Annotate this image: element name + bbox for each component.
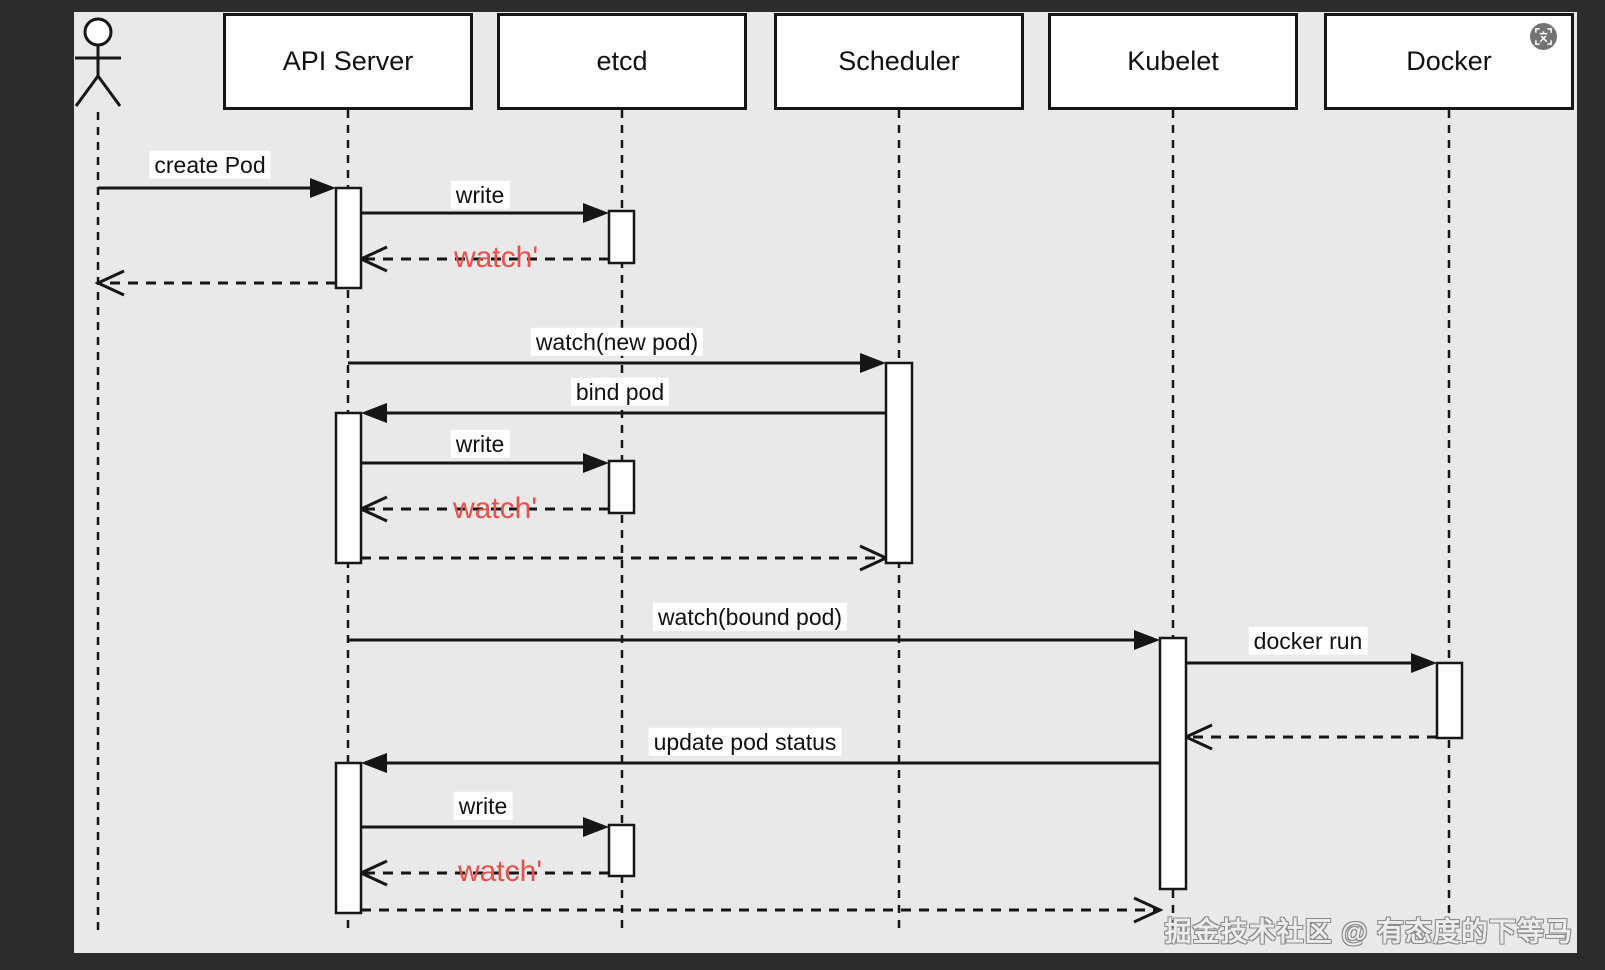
msg-label-create-pod: create Pod bbox=[149, 150, 271, 180]
msg-label-watch-3: watch' bbox=[457, 854, 543, 888]
msg-label-watch-new-pod: watch(new pod) bbox=[530, 327, 704, 357]
participant-scheduler: Scheduler bbox=[774, 13, 1024, 110]
sequence-diagram-graphics bbox=[74, 17, 1464, 932]
activation-etcd-3 bbox=[607, 823, 636, 878]
msg-label-watch-1: watch' bbox=[453, 240, 539, 274]
msg-label-write-1: write bbox=[450, 180, 510, 210]
participant-api-server-label: API Server bbox=[282, 46, 414, 76]
activation-bars bbox=[334, 186, 1464, 915]
msg-label-watch-2: watch' bbox=[452, 491, 538, 525]
sequence-diagram-canvas: API Server etcd Scheduler Kubelet Docker… bbox=[74, 12, 1577, 953]
lifelines bbox=[96, 110, 1451, 932]
participant-scheduler-label: Scheduler bbox=[838, 46, 960, 76]
msg-label-watch-bound-pod: watch(bound pod) bbox=[652, 602, 848, 632]
participant-etcd: etcd bbox=[497, 13, 747, 110]
solid-arrowheads bbox=[310, 178, 1437, 837]
msg-label-docker-run: docker run bbox=[1248, 626, 1368, 656]
activation-etcd-1 bbox=[607, 209, 636, 265]
image-to-text-icon[interactable] bbox=[1530, 23, 1557, 50]
dashed-messages bbox=[101, 257, 1437, 912]
participant-kubelet: Kubelet bbox=[1048, 13, 1298, 110]
msg-label-update-pod-status: update pod status bbox=[648, 727, 842, 757]
activation-scheduler bbox=[884, 361, 914, 565]
activation-api-2 bbox=[334, 411, 363, 565]
participant-api-server: API Server bbox=[223, 13, 473, 110]
participant-docker-label: Docker bbox=[1406, 46, 1492, 76]
activation-api-3 bbox=[334, 761, 363, 915]
watermark-text: 掘金技术社区 @ 有态度的下等马 bbox=[1164, 917, 1573, 947]
activation-kubelet bbox=[1158, 636, 1188, 891]
msg-label-bind-pod: bind pod bbox=[570, 377, 670, 407]
msg-label-write-3: write bbox=[453, 791, 513, 821]
msg-label-write-2: write bbox=[450, 429, 510, 459]
participant-kubelet-label: Kubelet bbox=[1127, 46, 1219, 76]
solid-messages bbox=[98, 186, 1415, 829]
image-to-text-icon-glyph bbox=[1535, 28, 1552, 45]
participant-etcd-label: etcd bbox=[596, 46, 648, 76]
activation-api-1 bbox=[334, 186, 363, 290]
actor-icon bbox=[74, 17, 122, 107]
activation-docker bbox=[1435, 661, 1464, 740]
activation-etcd-2 bbox=[607, 459, 636, 515]
